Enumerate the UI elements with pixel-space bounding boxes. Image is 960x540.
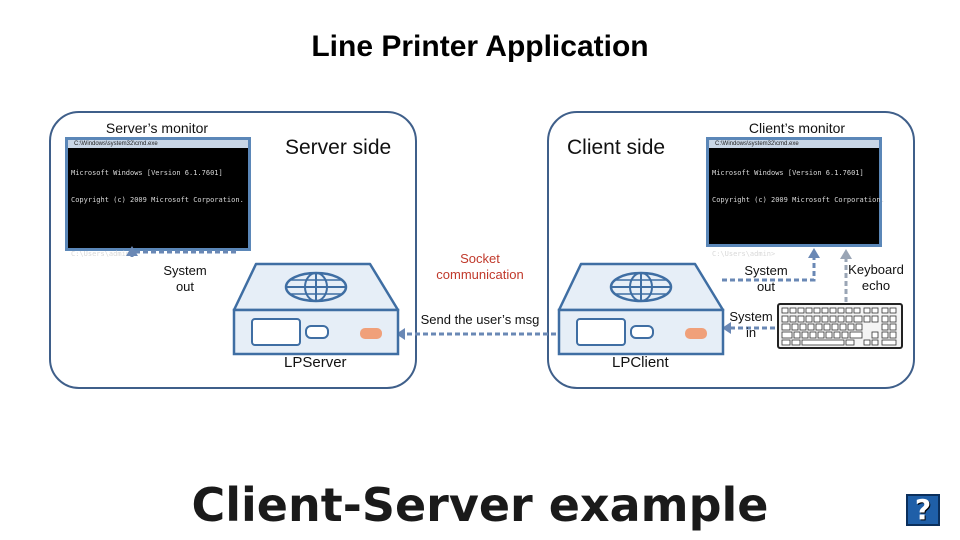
server-system-out-arrow	[130, 250, 236, 258]
terminal-line: Copyright (c) 2009 Microsoft Corporation…	[712, 196, 885, 204]
send-message-arrowhead	[396, 328, 405, 340]
server-panel	[49, 111, 417, 389]
client-side-label: Client side	[567, 136, 666, 159]
system-in-label: System in	[721, 309, 781, 341]
globe-icon	[284, 271, 348, 303]
server-monitor-label: Server’s monitor	[105, 120, 209, 136]
page-title: Line Printer Application	[311, 30, 649, 63]
lpserver-label: LPServer	[284, 354, 347, 371]
system-in-arrowhead	[722, 322, 731, 334]
terminal-line: C:\Users\admin>	[71, 250, 135, 258]
slide-heading: Client-Server example	[191, 478, 769, 532]
question-mark-icon: ?	[914, 493, 932, 526]
client-panel	[547, 111, 915, 389]
socket-communication-label: Socket communication	[410, 251, 550, 283]
server-icon	[232, 262, 400, 356]
server-side-label: Server side	[285, 136, 392, 159]
keyboard-echo-label: Keyboard echo	[840, 262, 912, 294]
server-system-out-label: System out	[150, 263, 220, 295]
terminal-titlebar: C:\Windows\system32\cmd.exe	[68, 140, 248, 148]
terminal-line: C:\Users\admin>	[712, 250, 776, 258]
label-line: Socket	[460, 251, 500, 266]
client-system-out-arrowhead	[808, 248, 820, 258]
terminal-output: Microsoft Windows [Version 6.1.7601] Cop…	[712, 151, 885, 277]
globe-icon	[609, 271, 673, 303]
client-system-out-label: System out	[733, 263, 799, 295]
client-machine-icon	[557, 262, 725, 356]
label-line: System	[744, 263, 788, 278]
label-line: Keyboard	[848, 262, 904, 277]
client-monitor-label: Client’s monitor	[748, 120, 846, 136]
client-monitor: C:\Windows\system32\cmd.exe Microsoft Wi…	[706, 137, 885, 258]
terminal-line: Microsoft Windows [Version 6.1.7601]	[712, 169, 864, 177]
terminal-output: Microsoft Windows [Version 6.1.7601] Cop…	[71, 151, 245, 277]
terminal-titlebar: C:\Windows\system32\cmd.exe	[709, 140, 879, 148]
terminal-window-title: C:\Windows\system32\cmd.exe	[715, 141, 799, 147]
label-line: System	[729, 309, 773, 324]
send-message-label: Send the user’s msg	[420, 312, 540, 327]
terminal-window-title: C:\Windows\system32\cmd.exe	[74, 141, 158, 147]
server-monitor: C:\Windows\system32\cmd.exe Microsoft Wi…	[65, 137, 251, 258]
label-line: in	[745, 325, 757, 340]
terminal-line: Copyright (c) 2009 Microsoft Corporation…	[71, 196, 244, 204]
help-button[interactable]: ?	[906, 494, 940, 526]
label-line: communication	[436, 267, 524, 282]
server-system-out-arrowhead	[126, 246, 138, 256]
lpclient-label: LPClient	[612, 354, 669, 371]
label-line: echo	[861, 278, 891, 293]
terminal-line: Microsoft Windows [Version 6.1.7601]	[71, 169, 223, 177]
label-line: System	[163, 263, 207, 278]
client-system-out-arrow	[722, 254, 816, 282]
label-line: out	[175, 279, 195, 294]
keyboard-echo-arrowhead	[840, 249, 852, 259]
label-line: out	[756, 279, 776, 294]
keyboard-icon	[777, 303, 903, 349]
